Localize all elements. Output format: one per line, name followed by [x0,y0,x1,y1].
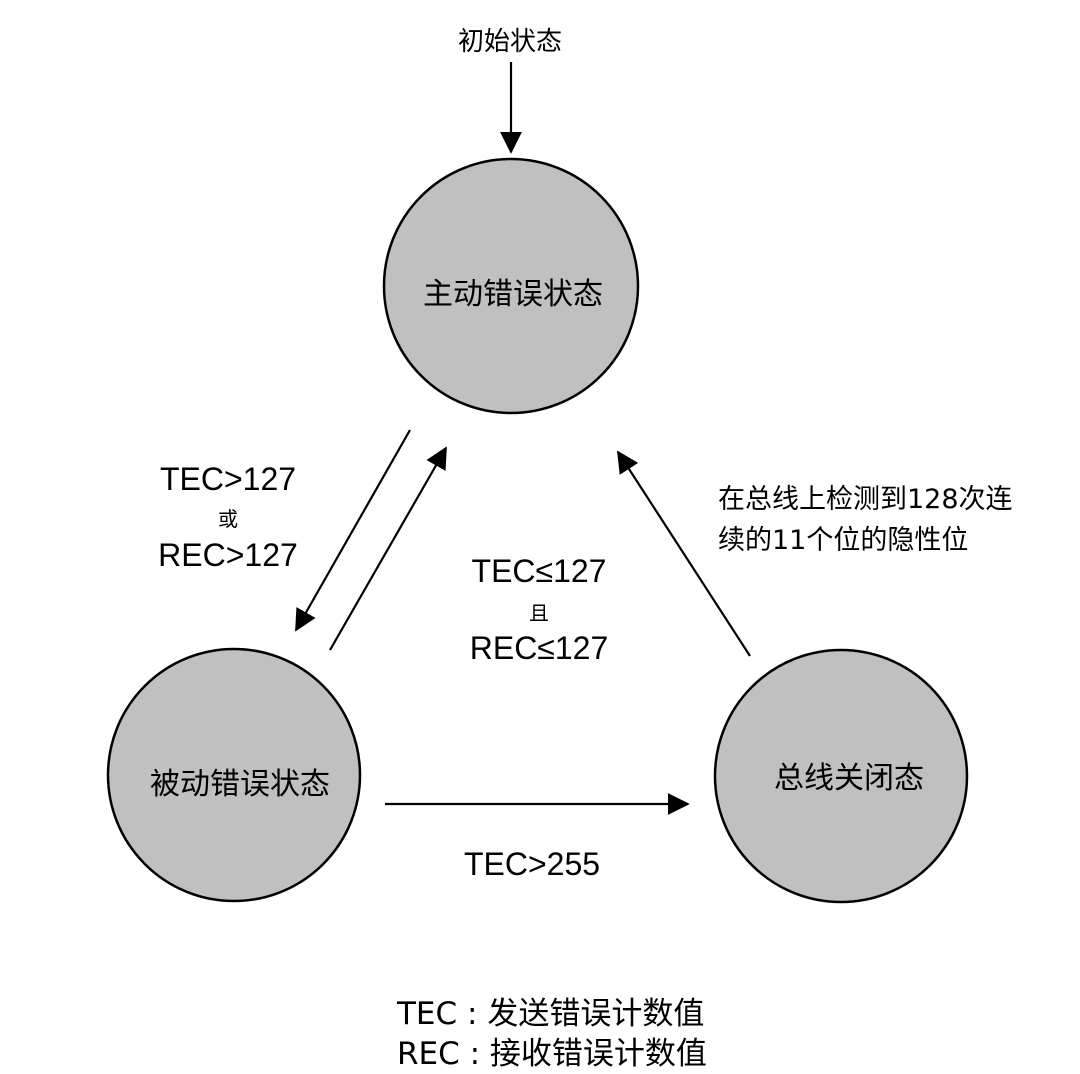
passive-to-busoff-condition: TEC>255 [464,846,600,882]
busoff-to-active-condition-line1: 在总线上检测到128次连 [718,484,1013,515]
bus-off-state-label: 总线关闭态 [774,761,924,796]
passive-error-state-node [106,647,362,903]
legend-rec: REC : 接收错误计数值 [397,1036,707,1072]
passive-to-active-arrow [329,446,447,651]
active-error-state-node [382,157,640,415]
bus-off-state-node [713,648,969,904]
active-error-state-label: 主动错误状态 [423,277,603,312]
active-to-passive-condition-tec: TEC>127 [160,461,296,497]
active-to-passive-condition-rec: REC>127 [158,537,298,573]
active-to-passive-arrow [295,429,411,632]
passive-to-active-condition-joiner: 且 [529,601,549,625]
active-to-passive-condition-joiner: 或 [218,507,238,531]
initial-state-label: 初始状态 [458,27,562,57]
passive-error-state-label: 被动错误状态 [150,767,330,802]
busoff-to-active-arrow [617,450,751,657]
busoff-to-active-condition-line2: 续的11个位的隐性位 [718,525,968,556]
passive-to-active-condition-rec: REC≤127 [470,630,609,666]
legend-tec: TEC : 发送错误计数值 [396,996,704,1032]
passive-to-active-condition-tec: TEC≤127 [472,553,607,589]
